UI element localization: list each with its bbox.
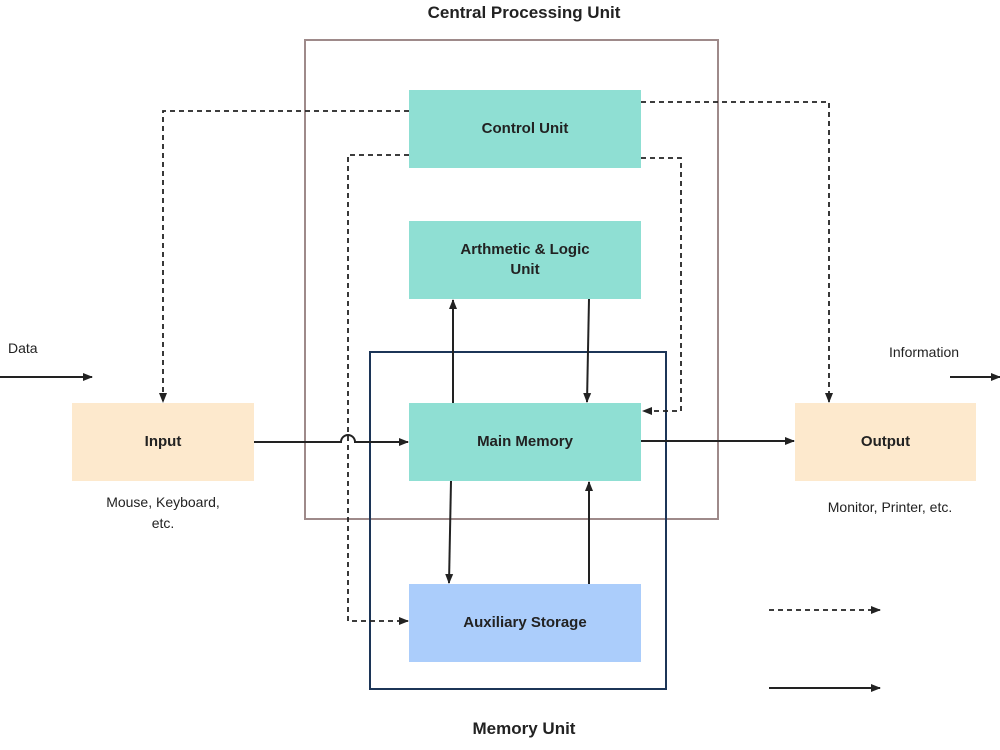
alu-to-main-memory-arrow xyxy=(583,298,592,403)
main-memory-label: Main Memory xyxy=(477,433,573,450)
auxiliary-storage-label: Auxiliary Storage xyxy=(463,614,587,631)
input-caption-line1: Mouse, Keyboard, xyxy=(106,494,220,510)
control-to-auxiliary-dashed-arrow xyxy=(347,154,409,625)
cpu-frame xyxy=(304,39,719,520)
output-label: Output xyxy=(860,433,911,450)
control-to-input-dashed-arrow xyxy=(159,110,409,403)
information-label: Information xyxy=(889,344,960,360)
input-caption: Mouse, Keyboard, etc. xyxy=(82,492,244,534)
control-unit-label: Control Unit xyxy=(481,120,569,137)
input-block: Input xyxy=(72,403,254,481)
auxiliary-storage-block: Auxiliary Storage xyxy=(409,584,641,662)
alu-label-line2: Unit xyxy=(510,261,540,278)
memory-unit-frame xyxy=(369,351,667,690)
input-to-main-memory-arrow xyxy=(254,434,409,446)
control-to-output-dashed-arrow xyxy=(641,101,833,403)
input-caption-line2: etc. xyxy=(151,515,175,531)
alu-label-line1: Arthmetic & Logic xyxy=(460,241,590,258)
output-block: Output xyxy=(795,403,976,481)
input-label: Input xyxy=(144,433,182,450)
data-label: Data xyxy=(8,340,38,356)
alu-block: Arthmetic & Logic Unit xyxy=(409,221,641,299)
cpu-title: Central Processing Unit xyxy=(427,3,621,22)
main-memory-block: Main Memory xyxy=(409,403,641,481)
control-to-main-memory-dashed-arrow xyxy=(641,157,682,415)
memory-unit-title: Memory Unit xyxy=(472,719,576,738)
control-unit-block: Control Unit xyxy=(409,90,641,168)
output-caption: Monitor, Printer, etc. xyxy=(827,499,953,515)
main-memory-to-auxiliary-arrow xyxy=(445,480,454,584)
